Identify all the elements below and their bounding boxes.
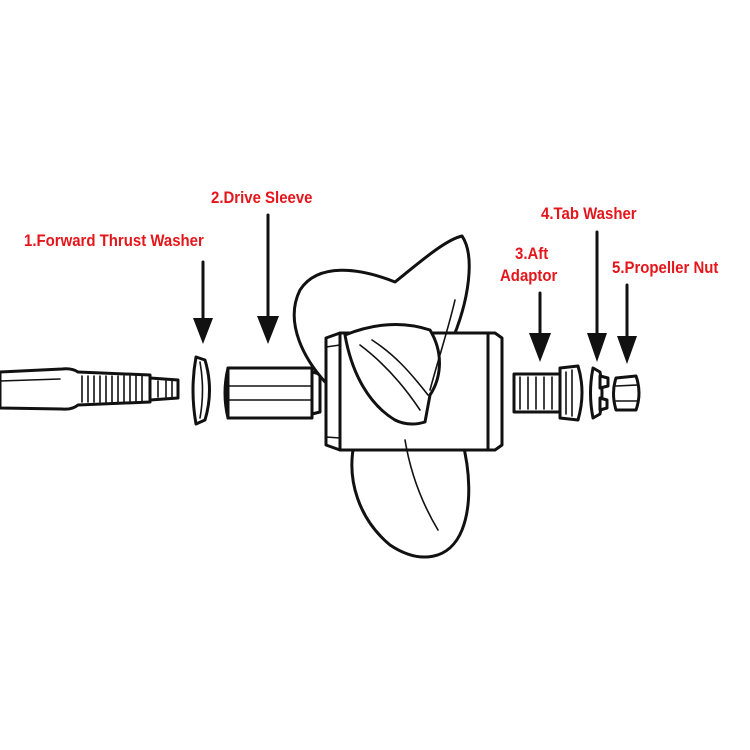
arrow-drive-sleeve xyxy=(257,213,279,344)
arrow-aft-adaptor xyxy=(529,291,551,362)
label-tab-washer: 4.Tab Washer xyxy=(541,204,637,223)
propeller xyxy=(292,234,504,559)
label-propeller-nut: 5.Propeller Nut xyxy=(612,258,719,277)
label-drive-sleeve: 2.Drive Sleeve xyxy=(211,188,313,207)
label-aft-adaptor-line2: Adaptor xyxy=(500,266,558,285)
arrow-tab-washer xyxy=(587,230,607,362)
arrow-forward-thrust-washer xyxy=(193,260,213,344)
label-forward-thrust-washer: 1.Forward Thrust Washer xyxy=(24,231,204,250)
propeller-shaft xyxy=(0,367,180,411)
arrow-propeller-nut xyxy=(617,283,637,364)
propeller-nut xyxy=(612,374,641,412)
aft-adaptor xyxy=(512,364,584,422)
tab-washer xyxy=(589,366,610,420)
label-aft-adaptor-line1: 3.Aft xyxy=(515,244,549,263)
drive-sleeve xyxy=(223,366,322,420)
forward-thrust-washer xyxy=(191,355,211,426)
